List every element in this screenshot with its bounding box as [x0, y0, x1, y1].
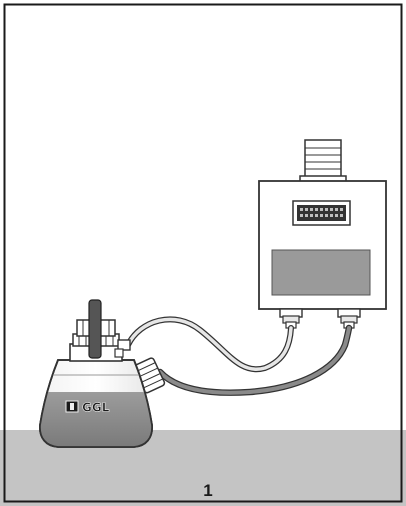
flask-brand-text: GGL: [82, 401, 110, 415]
figure-frame: [3, 3, 403, 503]
figure-number: 1: [203, 481, 212, 500]
flask-top-connector: [117, 339, 131, 351]
device-top-connector: [304, 139, 342, 179]
device-panel: [271, 249, 371, 296]
suction-flask: GGL: [39, 299, 166, 448]
vacuum-device: [258, 139, 387, 329]
tubing: [125, 316, 353, 396]
flask-logo: GGL: [65, 400, 110, 415]
flask-dip-tube: [88, 299, 102, 359]
tube-lower: [156, 324, 353, 396]
